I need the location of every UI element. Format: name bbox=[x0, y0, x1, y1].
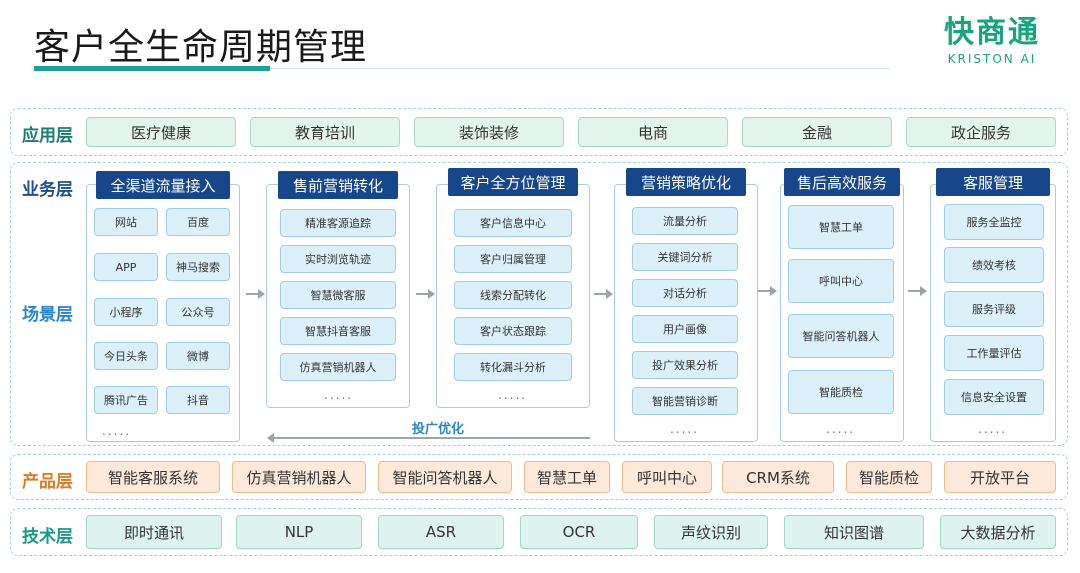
tech-item: 大数据分析 bbox=[940, 515, 1056, 549]
tech-item: 知识图谱 bbox=[784, 515, 924, 549]
service-mgmt-item: 服务全监控 bbox=[944, 204, 1044, 240]
business-scene-layer bbox=[10, 162, 1068, 446]
tech-layer bbox=[10, 508, 1068, 556]
channel-item: 小程序 bbox=[94, 298, 158, 326]
product-item: 智能客服系统 bbox=[86, 461, 220, 493]
flow-arrow bbox=[908, 286, 927, 296]
customer-mgmt-item: 线索分配转化 bbox=[454, 281, 572, 309]
application-layer-label: 应用层 bbox=[22, 126, 73, 146]
channel-item: 网站 bbox=[94, 208, 158, 236]
product-item: 智慧工单 bbox=[524, 461, 610, 493]
column-marketing-strategy-title: 营销策略优化 bbox=[626, 168, 746, 196]
tech-item: ASR bbox=[378, 515, 504, 549]
product-item: 开放平台 bbox=[944, 461, 1056, 493]
strategy-item: 投广效果分析 bbox=[632, 351, 738, 379]
channel-item: 今日头条 bbox=[94, 342, 158, 370]
column-presale-conversion-title: 售前营销转化 bbox=[278, 171, 398, 199]
channel-item: 抖音 bbox=[166, 386, 230, 414]
flow-arrow bbox=[758, 286, 777, 296]
channel-item: 公众号 bbox=[166, 298, 230, 326]
flow-arrow bbox=[246, 289, 265, 299]
aftersale-item: 智能质检 bbox=[788, 370, 894, 414]
service-mgmt-item: 信息安全设置 bbox=[944, 379, 1044, 415]
app-item-medical: 医疗健康 bbox=[86, 117, 236, 147]
app-item-education: 教育培训 bbox=[250, 117, 400, 147]
tech-item: 即时通讯 bbox=[86, 515, 222, 549]
feedback-arrow bbox=[267, 433, 590, 443]
tech-item: 声纹识别 bbox=[654, 515, 768, 549]
tech-item: OCR bbox=[520, 515, 638, 549]
presale-item: 智慧微客服 bbox=[280, 281, 396, 309]
column-aftersale-service-title: 售后高效服务 bbox=[784, 168, 900, 196]
column-more-dots: ..... bbox=[498, 388, 528, 402]
column-more-dots: ..... bbox=[102, 424, 132, 438]
customer-mgmt-item: 转化漏斗分析 bbox=[454, 353, 572, 381]
product-item: CRM系统 bbox=[722, 461, 834, 493]
channel-item: 微博 bbox=[166, 342, 230, 370]
product-item: 呼叫中心 bbox=[622, 461, 712, 493]
presale-item: 实时浏览轨迹 bbox=[280, 245, 396, 273]
strategy-item: 智能营销诊断 bbox=[632, 387, 738, 415]
channel-item: 腾讯广告 bbox=[94, 386, 158, 414]
presale-item: 智慧抖音客服 bbox=[280, 317, 396, 345]
customer-mgmt-item: 客户归属管理 bbox=[454, 245, 572, 273]
channel-item: 神马搜索 bbox=[166, 253, 230, 281]
logo-en-text: KRISTON AI bbox=[947, 52, 1037, 66]
tech-layer-label: 技术层 bbox=[22, 527, 73, 547]
product-item: 仿真营销机器人 bbox=[232, 461, 366, 493]
channel-item: APP bbox=[94, 253, 158, 281]
customer-mgmt-item: 客户状态跟踪 bbox=[454, 317, 572, 345]
column-more-dots: ..... bbox=[826, 422, 856, 436]
flow-arrow bbox=[594, 289, 613, 299]
application-layer bbox=[10, 108, 1068, 156]
title-accent-bar bbox=[34, 66, 270, 71]
service-mgmt-item: 绩效考核 bbox=[944, 247, 1044, 283]
product-item: 智能问答机器人 bbox=[378, 461, 512, 493]
service-mgmt-item: 服务评级 bbox=[944, 291, 1044, 327]
tech-item: NLP bbox=[236, 515, 362, 549]
column-more-dots: ..... bbox=[324, 388, 354, 402]
aftersale-item: 智能问答机器人 bbox=[788, 314, 894, 358]
brand-logo: 快商通 KRISTON AI bbox=[922, 14, 1062, 66]
customer-mgmt-item: 客户信息中心 bbox=[454, 209, 572, 237]
app-item-decoration: 装饰装修 bbox=[414, 117, 564, 147]
strategy-item: 对话分析 bbox=[632, 279, 738, 307]
logo-cn-text: 快商通 bbox=[944, 15, 1040, 50]
product-layer bbox=[10, 454, 1068, 500]
business-layer-label: 业务层 bbox=[22, 180, 73, 200]
column-more-dots: ..... bbox=[978, 422, 1008, 436]
title-underline bbox=[34, 68, 890, 69]
strategy-item: 关键词分析 bbox=[632, 243, 738, 271]
app-item-ecommerce: 电商 bbox=[578, 117, 728, 147]
app-item-government: 政企服务 bbox=[906, 117, 1056, 147]
product-layer-label: 产品层 bbox=[22, 472, 73, 492]
app-item-finance: 金融 bbox=[742, 117, 892, 147]
aftersale-item: 智慧工单 bbox=[788, 205, 894, 249]
column-channel-access-title: 全渠道流量接入 bbox=[96, 171, 230, 199]
strategy-item: 流量分析 bbox=[632, 207, 738, 235]
column-more-dots: ..... bbox=[670, 422, 700, 436]
column-customer-management-title: 客户全方位管理 bbox=[448, 168, 578, 196]
service-mgmt-item: 工作量评估 bbox=[944, 335, 1044, 371]
presale-item: 仿真营销机器人 bbox=[280, 353, 396, 381]
channel-item: 百度 bbox=[166, 208, 230, 236]
strategy-item: 用户画像 bbox=[632, 315, 738, 343]
feedback-label: 投广优化 bbox=[412, 422, 465, 437]
column-service-management-title: 客服管理 bbox=[936, 168, 1050, 196]
flow-arrow bbox=[416, 289, 435, 299]
aftersale-item: 呼叫中心 bbox=[788, 259, 894, 303]
page-title: 客户全生命周期管理 bbox=[34, 27, 368, 68]
product-item: 智能质检 bbox=[846, 461, 932, 493]
scene-layer-label: 场景层 bbox=[22, 305, 73, 325]
presale-item: 精准客源追踪 bbox=[280, 209, 396, 237]
